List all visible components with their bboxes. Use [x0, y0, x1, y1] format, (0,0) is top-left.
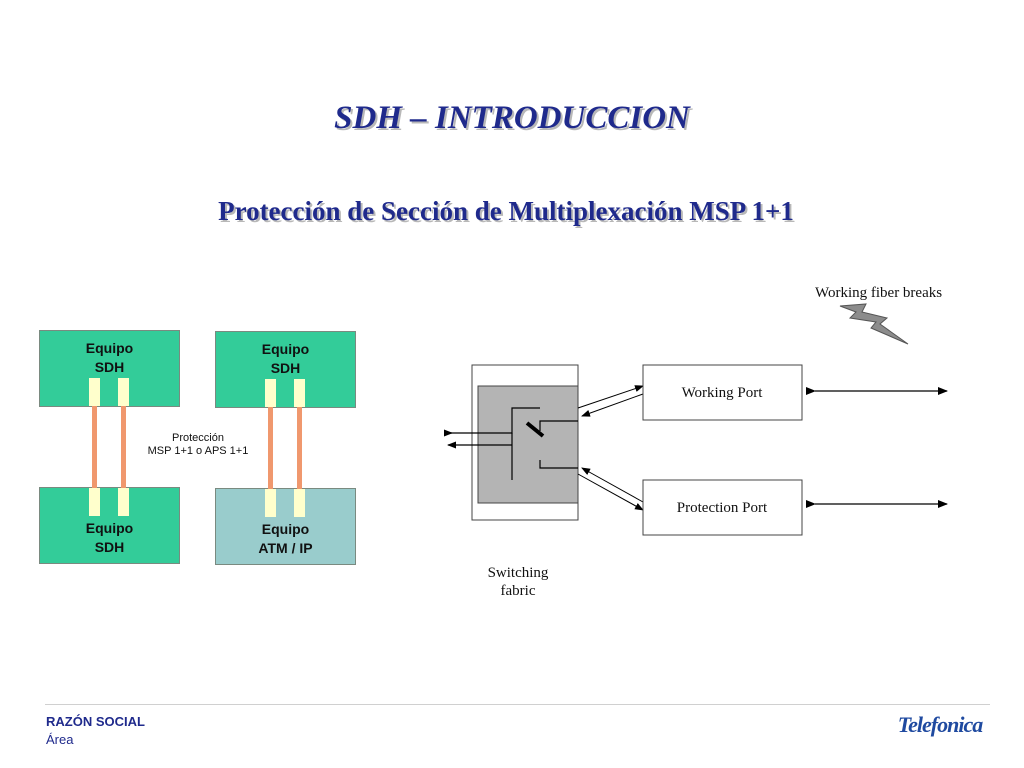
arrow-from-working-port — [581, 393, 644, 417]
working-port-box — [642, 364, 803, 421]
fiber-left-2 — [121, 405, 126, 489]
port-stub — [294, 489, 305, 517]
box-label-line1: Equipo — [85, 340, 134, 356]
port-stub — [118, 488, 129, 516]
equipo-atm-ip-bottom-right: Equipo ATM / IP — [215, 488, 356, 565]
slide-title: SDH – INTRODUCCION — [334, 100, 690, 136]
box-label-line2: ATM / IP — [258, 540, 313, 556]
equipo-sdh-top-left: Equipo SDH — [39, 330, 180, 407]
box-label-line2: SDH — [270, 360, 301, 376]
telefonica-logo: Telefonica — [897, 712, 984, 737]
switch-upper-line — [539, 420, 578, 431]
arrow-from-protection-port — [581, 467, 644, 503]
arrow-to-working-port — [577, 385, 644, 409]
fiber-right-1 — [268, 406, 273, 490]
box-label-line1: Equipo — [85, 520, 134, 536]
port-stub — [89, 378, 100, 406]
lightning-bolt-icon — [839, 303, 909, 345]
working-port-label: Working Port — [682, 385, 764, 401]
protection-label-line2: MSP 1+1 o APS 1+1 — [147, 445, 249, 457]
switch-lower-line — [539, 460, 578, 469]
port-stub — [118, 378, 129, 406]
fiber-left-1 — [92, 405, 97, 489]
arrow-to-protection-port — [577, 473, 644, 511]
equipo-sdh-bottom-left: Equipo SDH — [39, 487, 180, 564]
port-stub — [265, 379, 276, 407]
port-stub — [265, 489, 276, 517]
footer-company: RAZÓN SOCIAL — [46, 714, 145, 729]
box-label-line1: Equipo — [261, 521, 310, 537]
port-stub — [294, 379, 305, 407]
slide-subtitle: Protección de Sección de Multiplexación … — [218, 196, 794, 226]
box-label-line1: Equipo — [261, 341, 310, 357]
protection-label-line1: Protección — [172, 432, 224, 444]
equipo-sdh-top-right: Equipo SDH — [215, 331, 356, 408]
switch-contact-icon — [525, 421, 545, 438]
fiber-right-2 — [297, 406, 302, 490]
box-label-line2: SDH — [94, 539, 125, 555]
port-stub — [89, 488, 100, 516]
switching-fabric-label-line2: fabric — [501, 583, 536, 599]
switching-fabric-label-line1: Switching — [488, 565, 549, 581]
switch-input-line — [446, 407, 540, 434]
protection-label: Protección MSP 1+1 o APS 1+1 — [128, 432, 268, 458]
footer-area: Área — [46, 732, 74, 747]
box-label-line2: SDH — [94, 359, 125, 375]
protection-port-box — [642, 479, 803, 536]
footer-divider — [45, 704, 990, 705]
working-break-label: Working fiber breaks — [815, 285, 942, 301]
protection-port-label: Protection Port — [677, 500, 768, 516]
